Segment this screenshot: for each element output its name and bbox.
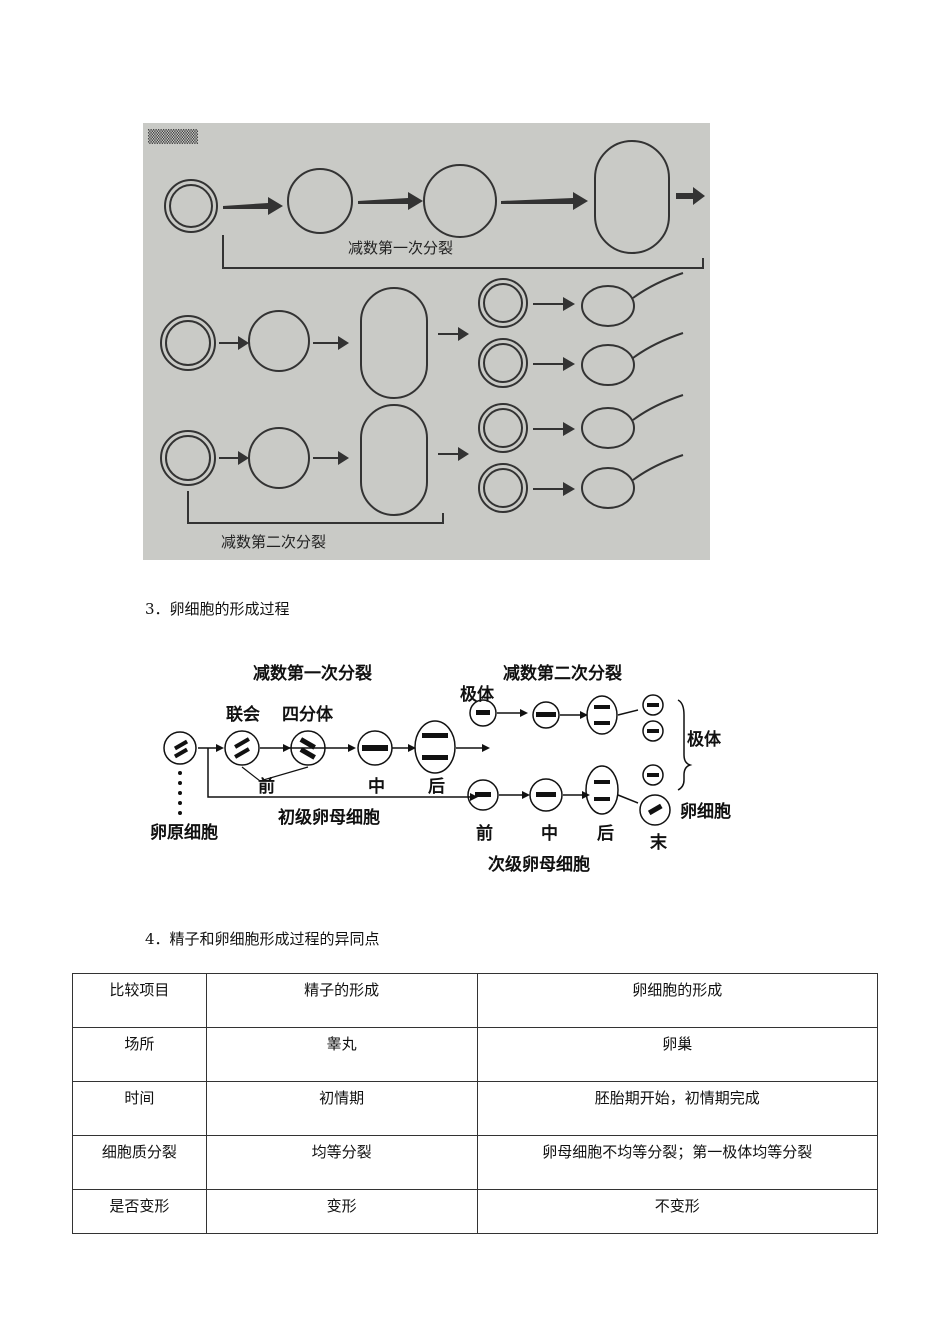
header-cell: 精子的形成 [205,973,478,1028]
section4-heading: 4．精子和卵细胞形成过程的异同点 [145,930,380,948]
header-cell: 比较项目 [72,973,207,1028]
prophase2-label: 前 [476,823,493,844]
oogonium-label: 卵原细胞 [150,822,218,843]
meiosis2-photo-label: 减数第二次分裂 [221,533,326,551]
tetrad-label: 四分体 [282,704,334,725]
anaphase-label: 后 [428,777,445,797]
spermatogenesis-photo: ▒▒▒▒▒ 减数第一次分裂 [143,123,710,560]
table-cell: 卵母细胞不均等分裂；第一极体均等分裂 [476,1135,878,1190]
header-cell: 卵细胞的形成 [476,973,878,1028]
table-cell: 卵巢 [476,1027,878,1082]
meiosis1-title: 减数第一次分裂 [253,663,372,684]
metaphase-label: 中 [368,776,385,797]
comparison-table: 比较项目 精子的形成 卵细胞的形成 场所 睾丸 卵巢 时间 初情期 胚胎期开始，… [72,973,878,1234]
prophase-label: 前 [258,776,275,797]
metaphase2-label: 中 [541,823,558,844]
anaphase2-label: 后 [597,824,614,844]
egg-cell-label: 卵细胞 [680,801,731,822]
table-cell: 时间 [72,1081,207,1136]
primary-oocyte-label: 初级卵母细胞 [278,807,380,828]
polar-body-right-label: 极体 [687,729,722,750]
table-row: 场所 睾丸 卵巢 [72,1027,878,1082]
table-cell: 初情期 [205,1081,478,1136]
table-cell: 变形 [205,1189,478,1234]
section3-heading: 3．卵细胞的形成过程 [145,600,290,618]
table-cell: 是否变形 [72,1189,207,1234]
table-cell: 胚胎期开始，初情期完成 [476,1081,878,1136]
meiosis2-title: 减数第二次分裂 [503,663,622,684]
meiosis1-photo-label: 减数第一次分裂 [348,239,453,257]
oogenesis-diagram: 减数第一次分裂 减数第二次分裂 联会 四分体 极体 极体 卵细胞 卵原细胞 初级… [150,663,731,875]
svg-text:▒▒▒▒▒: ▒▒▒▒▒ [148,128,199,145]
table-row: 是否变形 变形 不变形 [72,1189,878,1234]
table-row: 时间 初情期 胚胎期开始，初情期完成 [72,1081,878,1136]
table-cell: 睾丸 [205,1027,478,1082]
table-row: 细胞质分裂 均等分裂 卵母细胞不均等分裂；第一极体均等分裂 [72,1135,878,1190]
secondary-oocyte-label: 次级卵母细胞 [488,854,590,875]
table-cell: 细胞质分裂 [72,1135,207,1190]
table-cell: 场所 [72,1027,207,1082]
synapsis-label: 联会 [226,704,260,725]
table-cell: 均等分裂 [205,1135,478,1190]
table-header-row: 比较项目 精子的形成 卵细胞的形成 [72,973,878,1028]
table-cell: 不变形 [476,1189,878,1234]
telophase-label: 末 [650,832,668,853]
